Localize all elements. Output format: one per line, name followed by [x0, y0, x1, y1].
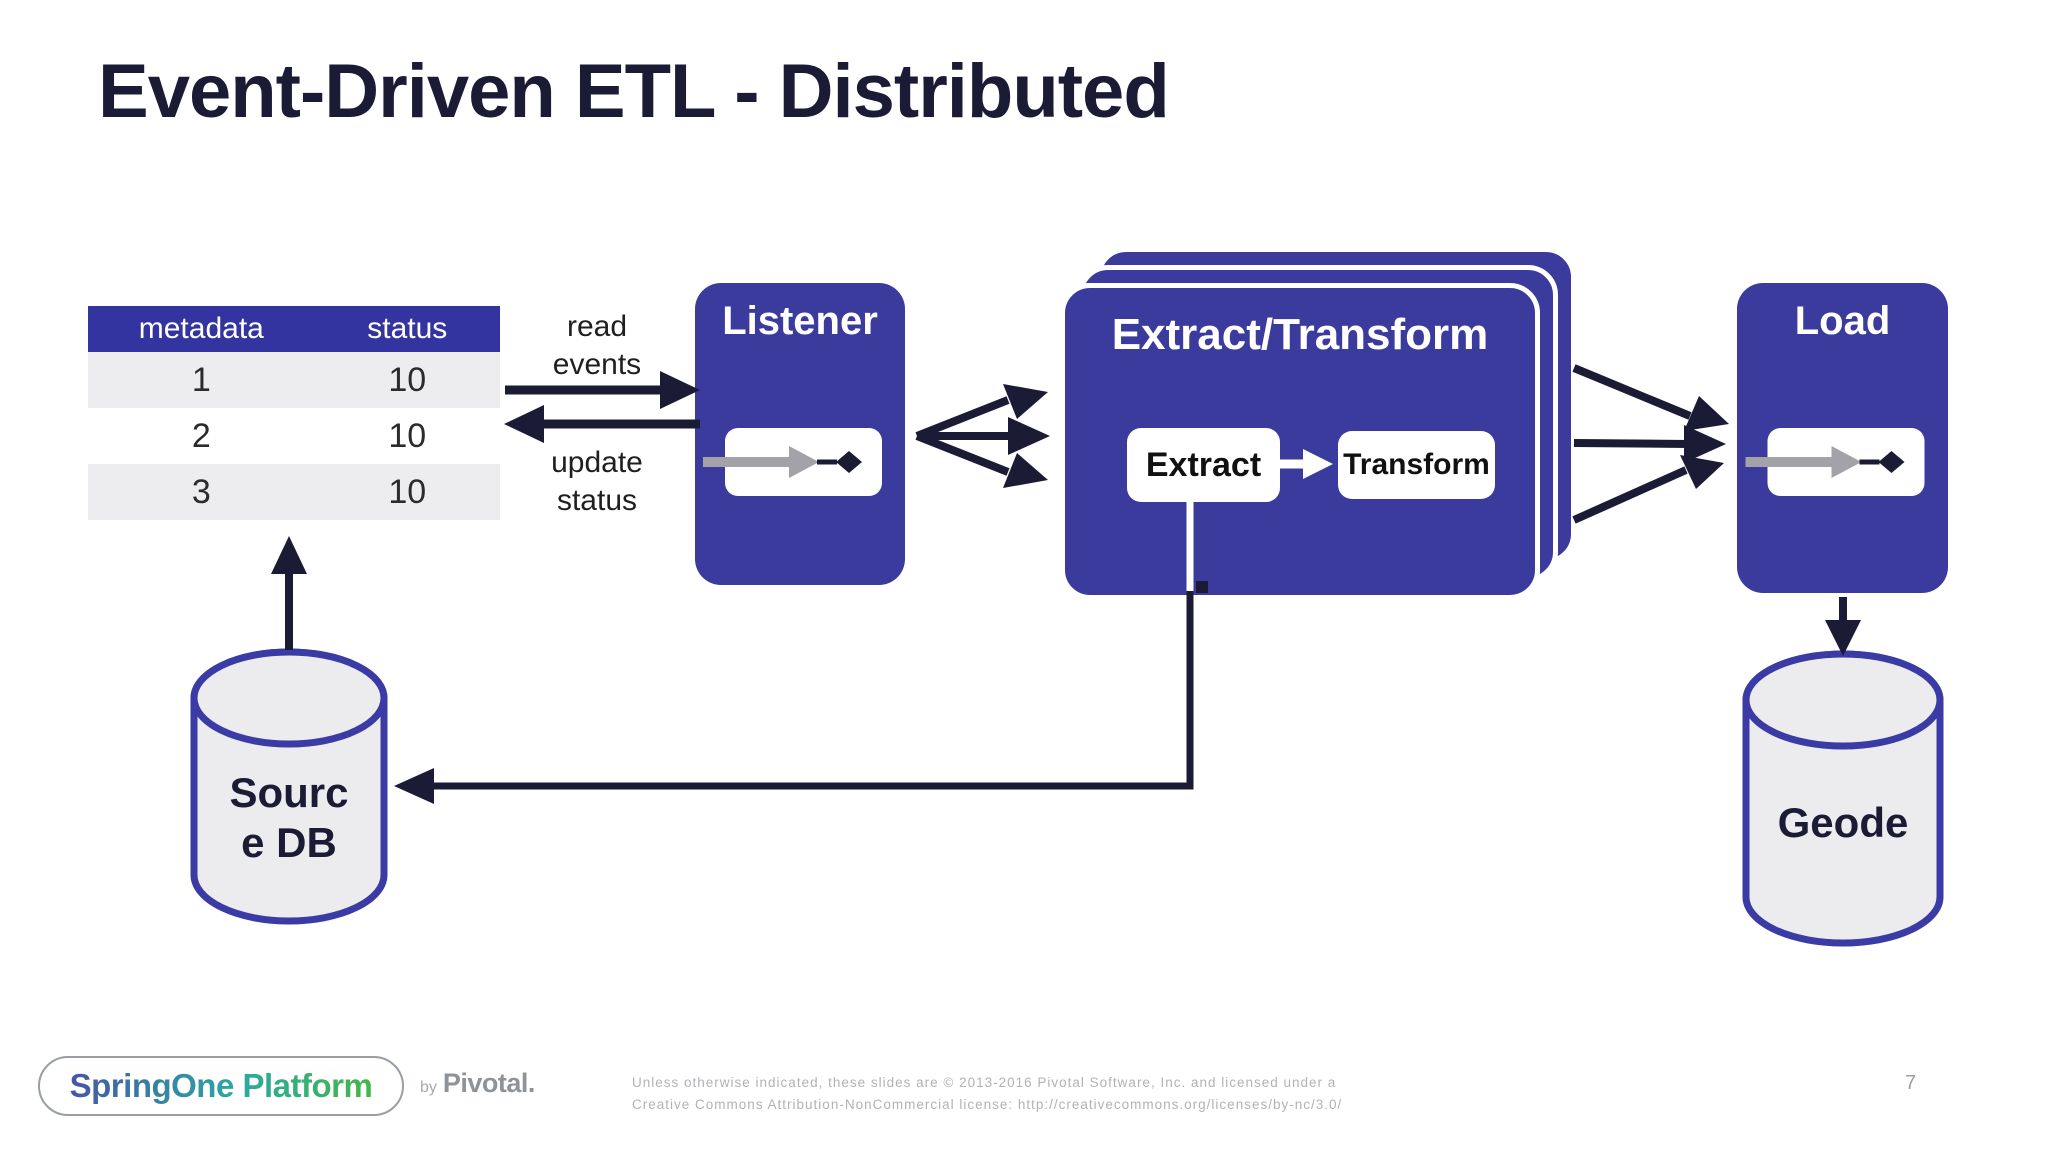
by-label: by: [420, 1079, 437, 1096]
cell-metadata: 2: [191, 416, 211, 455]
stream-flow-icon: [1745, 428, 1925, 496]
load-node: Load: [1737, 283, 1948, 593]
read-events-label: read events: [552, 310, 642, 381]
cell-status: 10: [314, 352, 500, 408]
table-header-row: metadata status: [88, 306, 500, 352]
cell-status: 10: [388, 416, 427, 455]
load-label: Load: [1794, 299, 1891, 343]
slide-title: Event-Driven ETL - Distributed: [98, 49, 1170, 134]
license-line-1: Unless otherwise indicated, these slides…: [632, 1075, 1337, 1090]
table-row: 2 10: [88, 408, 500, 464]
extract-label: Extract: [1145, 445, 1262, 484]
extract-box: Extract: [1127, 428, 1280, 502]
header-cell-status: status: [314, 306, 500, 352]
logo-text: SpringOne Platform: [69, 1067, 373, 1104]
geode-label: Geode: [1777, 799, 1909, 846]
update-status-label: update status: [551, 446, 643, 517]
fanin-arrows: [1572, 364, 1729, 524]
cell-status: 10: [314, 464, 500, 520]
listener-node: Listener: [695, 283, 905, 585]
source-db-label: Sourc e DB: [229, 769, 349, 867]
cell-metadata: 3: [88, 464, 315, 520]
springone-platform-logo: SpringOne Platform: [38, 1056, 404, 1116]
database-cylinder-icon: [1742, 650, 1944, 947]
header-cell-metadata: metadata: [88, 306, 315, 352]
license-text: Unless otherwise indicated, these slides…: [632, 1072, 1342, 1115]
table-row: 1 10: [88, 352, 500, 408]
load-to-geode-arrow: [1825, 597, 1861, 656]
geode-node: Geode: [1740, 650, 1946, 950]
fanout-arrows: [915, 384, 1050, 488]
by-pivotal: by Pivotal.: [420, 1068, 535, 1099]
listener-label: Listener: [722, 299, 878, 343]
metadata-table: metadata status 1 10 2 10 3 10: [88, 306, 500, 520]
database-cylinder-icon: [190, 648, 388, 925]
transform-box: Transform: [1338, 431, 1495, 499]
transform-label: Transform: [1343, 448, 1490, 481]
table-row: 3 10: [88, 464, 500, 520]
license-line-2: Creative Commons Attribution-NonCommerci…: [632, 1096, 1343, 1112]
sourcedb-to-table-arrow: [271, 536, 307, 650]
pivotal-wordmark: Pivotal.: [442, 1068, 536, 1098]
extract-transform-label: Extract/Transform: [1111, 310, 1489, 359]
extract-transform-node: Extract/Transform Extract Transform: [1060, 283, 1540, 600]
stream-flow-icon: [703, 428, 882, 496]
source-db-node: Sourc e DB: [188, 648, 390, 928]
update-status-arrow: [504, 405, 700, 443]
cell-metadata: 1: [88, 352, 315, 408]
page-number: 7: [1905, 1072, 1917, 1094]
